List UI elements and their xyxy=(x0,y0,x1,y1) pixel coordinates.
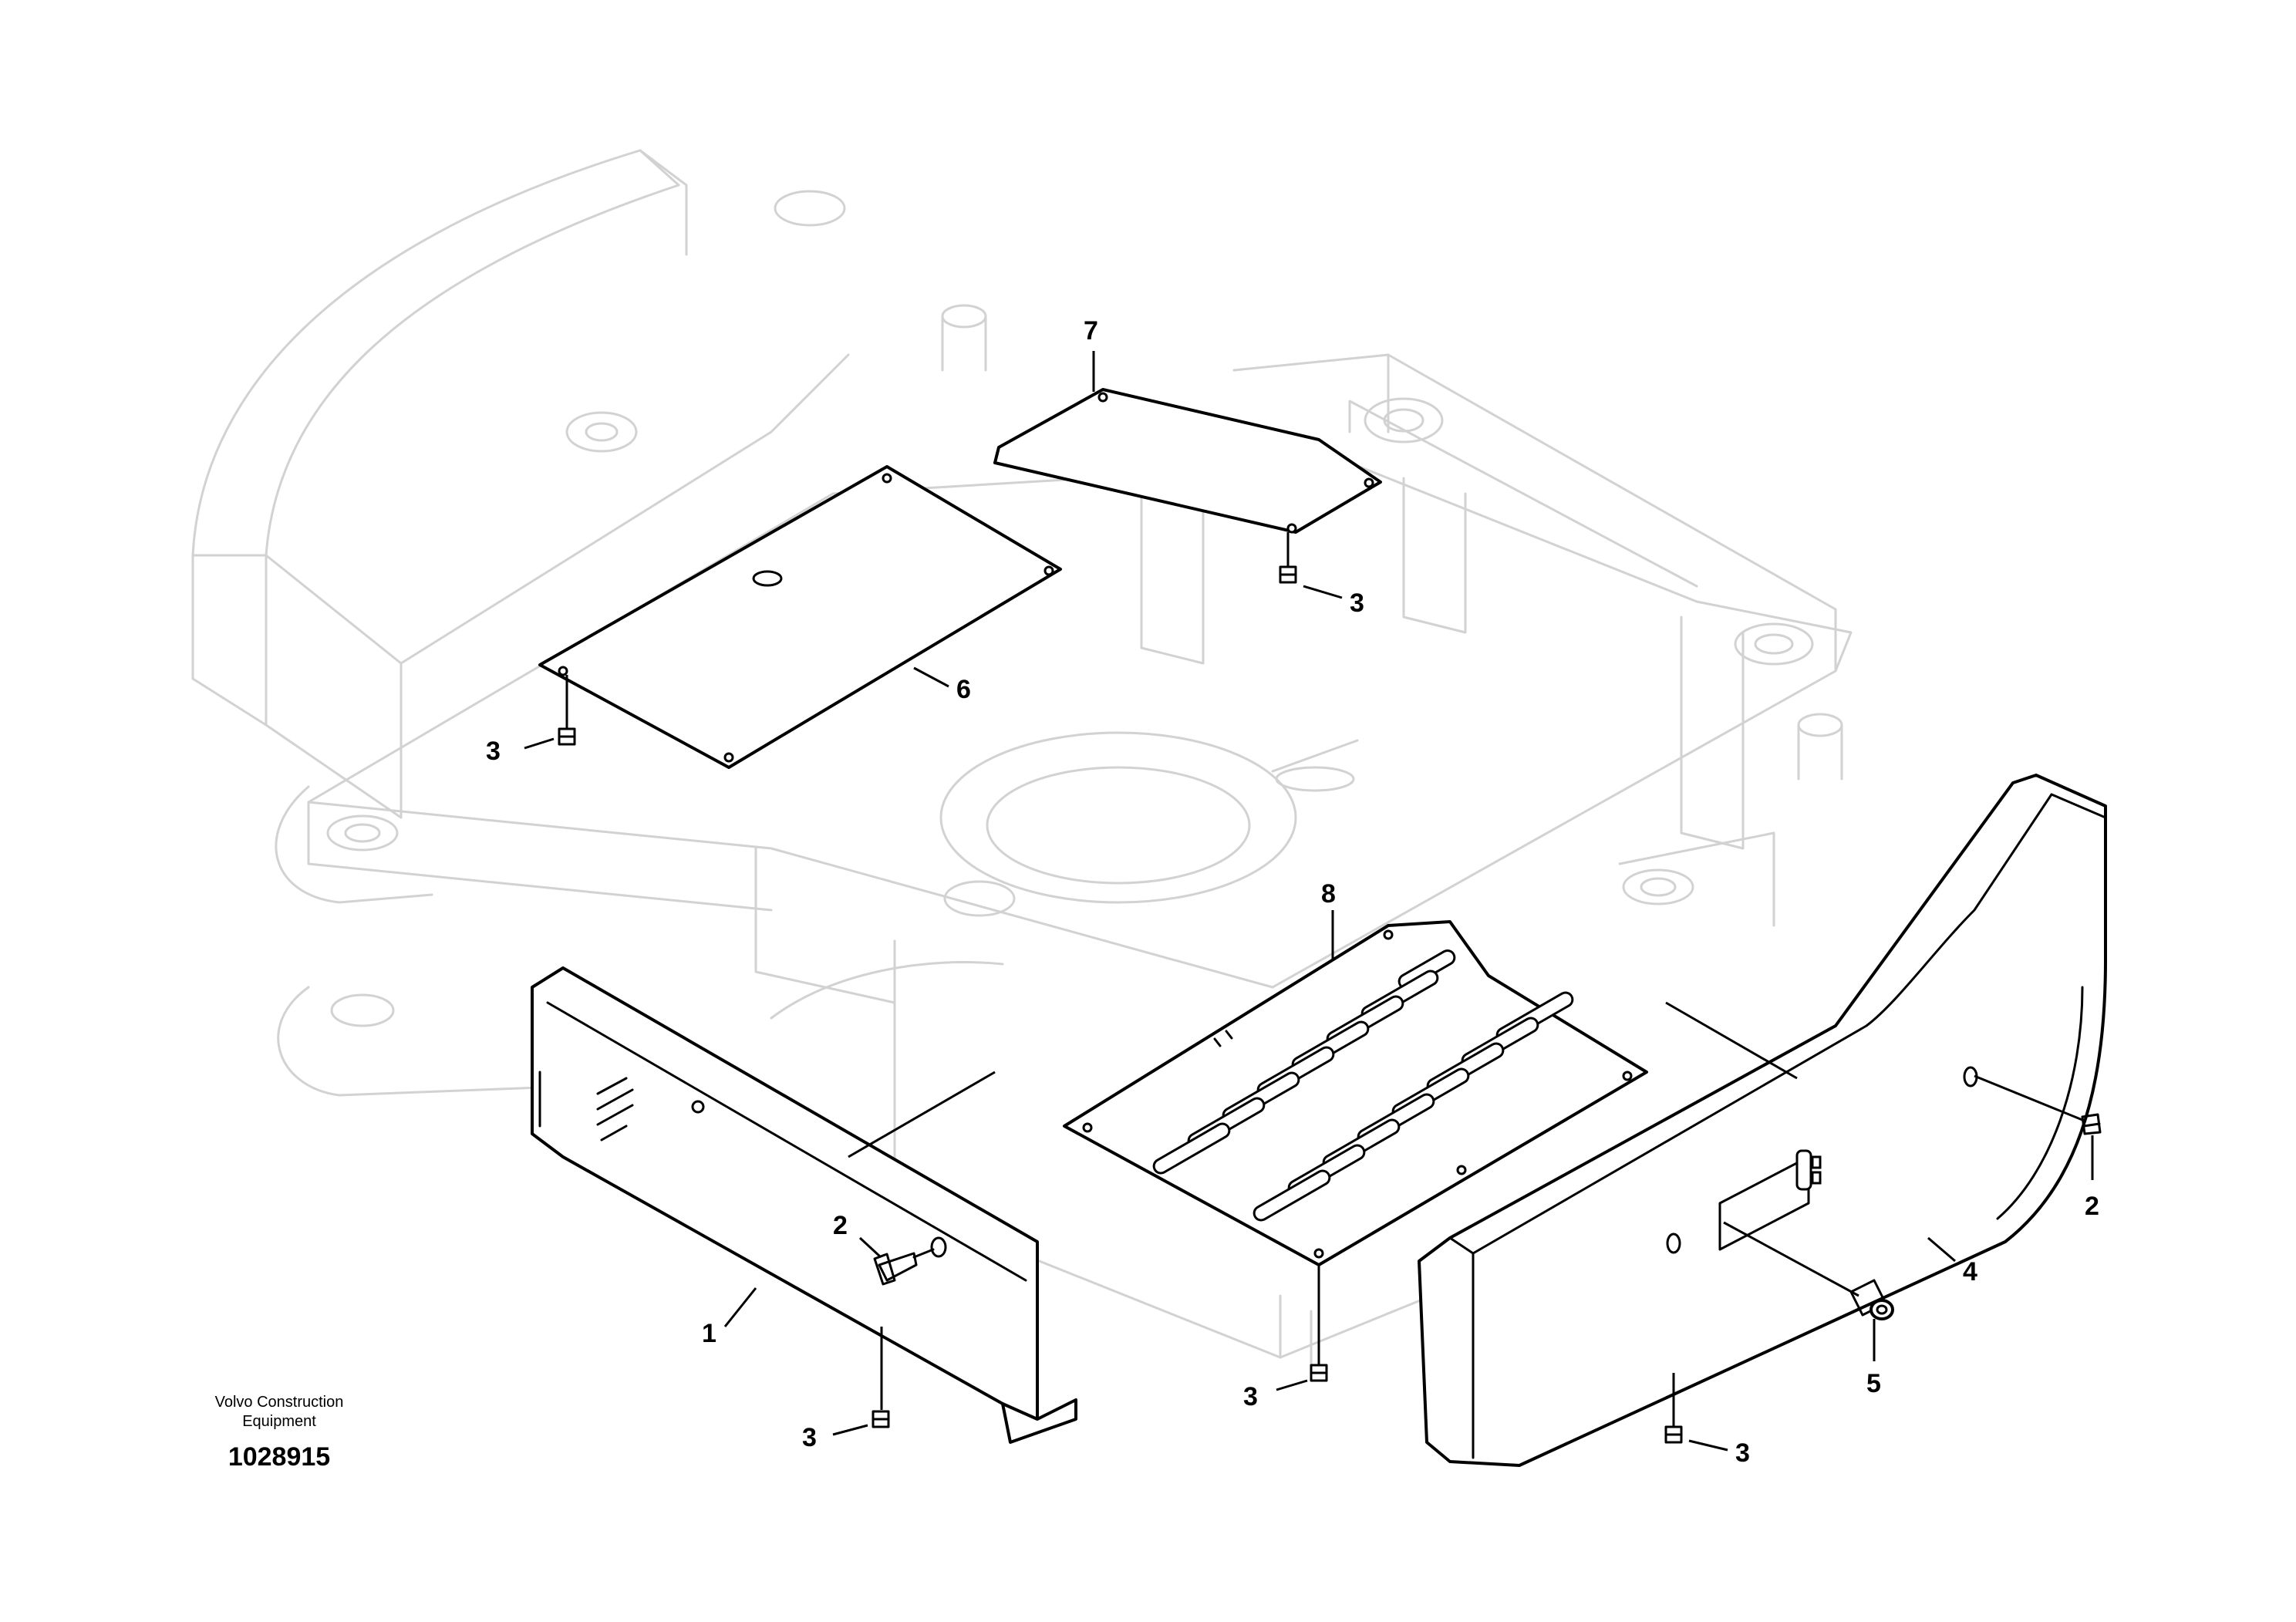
document-number: 1028915 xyxy=(228,1442,330,1472)
bolt-right-2 xyxy=(2081,1113,2102,1180)
brand-line-1: Volvo Construction xyxy=(215,1394,344,1411)
cover-plate-7 xyxy=(993,351,1382,567)
leader-1 xyxy=(723,1287,757,1327)
upper-frame-outline xyxy=(191,149,1853,1367)
callout-3-cover4: 3 xyxy=(1735,1438,1750,1468)
grate-slots xyxy=(1152,949,1574,1222)
side-cover-1 xyxy=(531,966,1077,1444)
callout-4: 4 xyxy=(1963,1257,1977,1286)
callout-1: 1 xyxy=(702,1319,716,1348)
bolt-plate-6 xyxy=(524,727,576,750)
bolt-left-2 xyxy=(858,1236,935,1286)
vent-louver-icon xyxy=(596,1077,634,1141)
callout-2-left: 2 xyxy=(833,1211,848,1240)
bolt-grate xyxy=(1276,1364,1328,1391)
bolt-plate-7 xyxy=(1279,565,1343,599)
lock-latch-5 xyxy=(1849,1279,1894,1361)
leader-4 xyxy=(1927,1236,1956,1263)
bolt-cover-4 xyxy=(1664,1425,1728,1452)
callout-3-plate7: 3 xyxy=(1350,588,1364,618)
callout-2-right: 2 xyxy=(2085,1192,2099,1221)
side-cover-4 xyxy=(1418,774,2107,1467)
cover-plate-6 xyxy=(538,465,1062,769)
latch-hinge-icon xyxy=(1795,1149,1822,1191)
callout-7: 7 xyxy=(1084,316,1098,346)
callout-3-plate6: 3 xyxy=(486,737,501,766)
callout-3-cover1: 3 xyxy=(802,1423,817,1452)
callout-8: 8 xyxy=(1321,879,1336,909)
bolt-cover-1 xyxy=(832,1410,890,1436)
callout-3-grate: 3 xyxy=(1243,1382,1258,1411)
step-grate-8 xyxy=(1063,910,1648,1365)
callout-6: 6 xyxy=(956,675,971,704)
brand-line-2: Equipment xyxy=(242,1413,316,1430)
callout-5: 5 xyxy=(1866,1369,1881,1398)
